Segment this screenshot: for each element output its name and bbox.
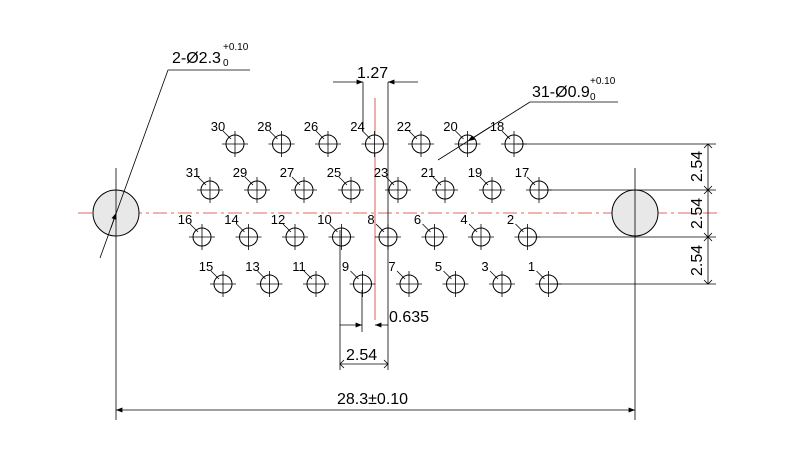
pin-label: 18 — [490, 119, 504, 134]
pin-2: 2 — [507, 212, 541, 250]
pin-label: 8 — [367, 212, 374, 227]
dim-row-right-2: 2.54 — [689, 198, 706, 229]
pin-label: 12 — [271, 212, 285, 227]
pin-11: 11 — [292, 259, 329, 297]
pin-14: 14 — [224, 212, 262, 250]
pin-label: 3 — [481, 259, 488, 274]
dim-overall-label: 28.3±0.10 — [337, 391, 408, 408]
pin-label: 2 — [507, 212, 514, 227]
pin-28: 28 — [257, 119, 295, 157]
mount-hole-left — [92, 168, 140, 420]
pin-7: 7 — [388, 259, 422, 297]
pin-label: 6 — [414, 212, 421, 227]
callout-mount-main: 2-Ø2.3 — [172, 50, 221, 67]
pin-label: 15 — [199, 259, 213, 274]
pin-label: 4 — [460, 212, 467, 227]
pin-label: 20 — [443, 119, 457, 134]
pin-label: 22 — [397, 119, 411, 134]
pin-15: 15 — [199, 259, 236, 297]
dim-offset-label: 0.635 — [389, 309, 429, 326]
dim-pitch-bottom: 2.54 — [339, 330, 389, 370]
pin-label: 10 — [317, 212, 331, 227]
pin-label: 31 — [186, 165, 200, 180]
pin-label: 28 — [257, 119, 271, 134]
dim-row-spacing: 2.54 2.54 2.54 — [516, 143, 716, 285]
pin-19: 19 — [468, 165, 505, 203]
pin-3: 3 — [481, 259, 515, 297]
dim-row-right-3: 2.54 — [689, 245, 706, 276]
pin-label: 1 — [528, 259, 535, 274]
pin-1: 1 — [528, 259, 562, 297]
pin-27: 27 — [280, 165, 317, 203]
callout-pin-tol-upper: +0.10 — [590, 76, 616, 87]
pin-label: 29 — [233, 165, 247, 180]
pin-label: 26 — [304, 119, 318, 134]
pin-label: 30 — [211, 119, 225, 134]
callout-mount-tol-lower: 0 — [223, 58, 229, 69]
pin-29: 29 — [233, 165, 270, 203]
callout-pin-main: 31-Ø0.9 — [532, 84, 590, 101]
pin-label: 17 — [515, 165, 529, 180]
pin-label: 14 — [224, 212, 238, 227]
pin-label: 16 — [178, 212, 192, 227]
pin-10: 10 — [317, 212, 355, 250]
pin-6: 6 — [414, 212, 448, 250]
pin-label: 9 — [342, 259, 349, 274]
pin-12: 12 — [271, 212, 308, 250]
pin-label: 21 — [421, 165, 435, 180]
dim-overall: 28.3±0.10 — [116, 391, 635, 413]
callout-mount-hole: 2-Ø2.3 +0.10 0 — [99, 42, 250, 259]
dim-pitch-top-label: 1.27 — [357, 65, 388, 82]
dim-pitch-top: 1.27 — [333, 65, 418, 330]
pin-18: 18 — [490, 119, 527, 157]
dim-offset: 0.635 — [339, 230, 429, 370]
pin-13: 13 — [245, 259, 283, 297]
mount-hole-right — [611, 168, 659, 420]
pin-label: 5 — [435, 259, 442, 274]
pin-label: 13 — [245, 259, 259, 274]
callout-pin-hole: 31-Ø0.9 +0.10 0 — [437, 76, 618, 161]
pin-8: 8 — [367, 212, 401, 250]
pin-label: 11 — [292, 259, 306, 274]
pin-31: 31 — [186, 165, 223, 203]
dim-row-right-1: 2.54 — [689, 151, 706, 182]
pin-30: 30 — [211, 119, 248, 157]
pin-label: 23 — [374, 165, 388, 180]
pin-5: 5 — [435, 259, 469, 297]
pin-label: 24 — [350, 119, 364, 134]
callout-mount-tol-upper: +0.10 — [223, 42, 249, 53]
pin-21: 21 — [421, 165, 458, 203]
pin-20: 20 — [443, 119, 481, 157]
pin-label: 7 — [388, 259, 395, 274]
pin-9: 9 — [342, 259, 376, 297]
dim-pitch-bottom-label: 2.54 — [346, 347, 377, 364]
pin-26: 26 — [304, 119, 341, 157]
pin-24: 24 — [350, 119, 388, 157]
pin-22: 22 — [397, 119, 434, 157]
pin-17: 17 — [515, 165, 552, 203]
callout-pin-tol-lower: 0 — [590, 92, 596, 103]
pin-label: 19 — [468, 165, 482, 180]
pin-label: 25 — [327, 165, 341, 180]
pin-25: 25 — [327, 165, 364, 203]
pin-4: 4 — [460, 212, 494, 250]
pin-23: 23 — [374, 165, 411, 203]
pin-label: 27 — [280, 165, 294, 180]
pin-16: 16 — [178, 212, 215, 250]
